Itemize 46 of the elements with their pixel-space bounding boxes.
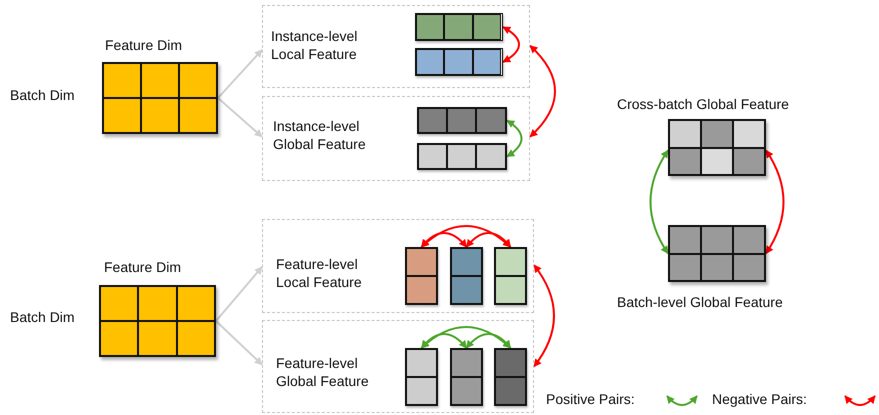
group-label: Feature-level Local Feature [276,255,363,291]
double-arrow [650,150,669,254]
dashed-group-box [262,219,534,313]
legend-label: Positive Pairs: [546,391,635,407]
feature-vector [494,348,526,406]
arrow [215,266,263,322]
double-arrow [420,326,512,349]
arrow [217,97,263,138]
feature-matrix [99,285,216,357]
feature-matrix [668,225,766,282]
legend-label: Negative Pairs: [712,391,807,407]
double-arrow [466,232,512,248]
double-arrow [420,232,468,248]
dashed-group-box [262,320,534,413]
matrix-title: Cross-batch Global Feature [617,95,789,113]
double-arrow [533,264,555,368]
double-arrow [420,333,468,349]
feature-vector [416,106,506,134]
arrow [215,320,263,366]
axis-label: Feature Dim [105,36,182,54]
feature-vector [404,246,438,304]
feature-vector [450,246,482,304]
double-arrow [420,225,512,248]
feature-vector [450,348,482,406]
feature-vector [416,142,506,170]
double-arrow [466,333,512,349]
dashed-group-box [262,5,530,88]
group-label: Feature-level Global Feature [276,354,370,390]
feature-vector [414,48,502,76]
double-arrow [506,120,522,158]
axis-label: Batch Dim [10,308,75,326]
feature-vector [404,348,438,406]
double-arrow [765,150,784,254]
group-label: Instance-level Global Feature [273,117,367,153]
matrix-title: Batch-level Global Feature [617,293,783,311]
axis-label: Batch Dim [10,86,75,104]
arrow [217,49,263,99]
group-label: Instance-level Local Feature [271,27,358,63]
axis-label: Feature Dim [104,258,182,276]
dashed-group-box [262,96,530,181]
feature-vector [414,12,502,40]
feature-matrix [102,62,218,134]
double-arrow [529,44,556,138]
feature-vector [494,246,526,304]
feature-matrix [668,119,766,176]
double-arrow [502,26,520,63]
